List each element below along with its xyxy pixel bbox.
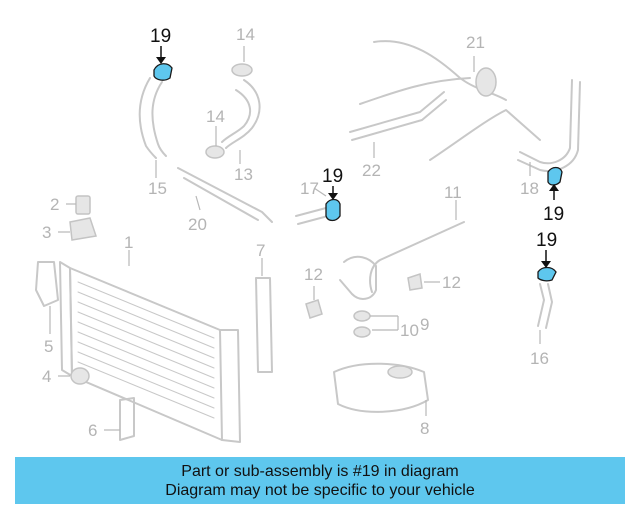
clamp-19-right-upper[interactable]	[547, 166, 563, 186]
part-3-mount	[69, 217, 97, 241]
label-part-12-right: 12	[442, 273, 461, 292]
label-part-20: 20	[188, 215, 207, 234]
part-20-pipe	[177, 167, 273, 223]
part-17-hose	[295, 207, 329, 225]
label-19-middle: 19	[322, 166, 343, 187]
label-part-3: 3	[42, 223, 51, 242]
label-part-6: 6	[88, 421, 97, 440]
label-part-2: 2	[50, 195, 59, 214]
label-part-10: 10	[400, 321, 419, 340]
label-part-16: 16	[530, 349, 549, 368]
label-part-17: 17	[300, 179, 319, 198]
info-banner: Part or sub-assembly is #19 in diagram D…	[15, 457, 625, 504]
part-9-cap	[353, 310, 371, 322]
label-part-13: 13	[234, 165, 253, 184]
label-part-14-mid: 14	[206, 107, 225, 126]
part-8-expansion-tank	[333, 362, 429, 413]
part-2-bushing	[75, 195, 91, 215]
label-part-4: 4	[42, 367, 51, 386]
part-10-seal	[353, 326, 371, 338]
clamp-19-right-lower[interactable]	[537, 266, 557, 282]
part-4-bushing	[70, 367, 90, 385]
label-part-1: 1	[124, 233, 133, 252]
label-part-21: 21	[466, 33, 485, 52]
label-part-14-top: 14	[236, 25, 255, 44]
part-11-hose	[339, 221, 465, 300]
leader-19-middle	[328, 186, 338, 200]
part-7-seal-strip	[255, 277, 273, 373]
part-22-pipe	[349, 91, 447, 141]
leader-19-right-upper	[549, 184, 559, 200]
part-15-hose	[138, 77, 167, 159]
label-part-18: 18	[520, 179, 539, 198]
leader-19-right-lower	[541, 250, 551, 268]
label-part-22: 22	[362, 161, 381, 180]
part-12-clamp	[305, 273, 423, 319]
part-13-hose	[205, 63, 261, 159]
label-part-8: 8	[420, 419, 429, 438]
label-19-top: 19	[150, 26, 171, 47]
part-6-bracket	[119, 397, 135, 441]
part-21-pipe-assembly	[359, 40, 541, 161]
banner-line-2: Diagram may not be specific to your vehi…	[165, 481, 475, 499]
leader-lines	[49, 46, 541, 431]
clamp-19-middle[interactable]	[325, 198, 341, 222]
part-5-bracket	[35, 261, 59, 307]
parts-diagram: 1 2 3 4 5 6 7 8 9 10 11 12 12 13 14 14 1…	[35, 25, 581, 443]
clamp-19-top[interactable]	[153, 63, 173, 81]
leader-19-top	[156, 46, 166, 64]
label-part-5: 5	[44, 337, 53, 356]
banner-line-1: Part or sub-assembly is #19 in diagram	[181, 462, 459, 480]
label-19-right-lower: 19	[536, 230, 557, 251]
part-18-hose	[517, 79, 581, 172]
label-part-12-left: 12	[304, 265, 323, 284]
label-19-right-upper: 19	[543, 204, 564, 225]
label-part-7: 7	[256, 241, 265, 260]
label-part-15: 15	[148, 179, 167, 198]
label-part-11: 11	[444, 183, 462, 202]
radiator	[59, 261, 241, 443]
part-16-hose	[537, 283, 553, 329]
label-part-9: 9	[420, 315, 429, 334]
